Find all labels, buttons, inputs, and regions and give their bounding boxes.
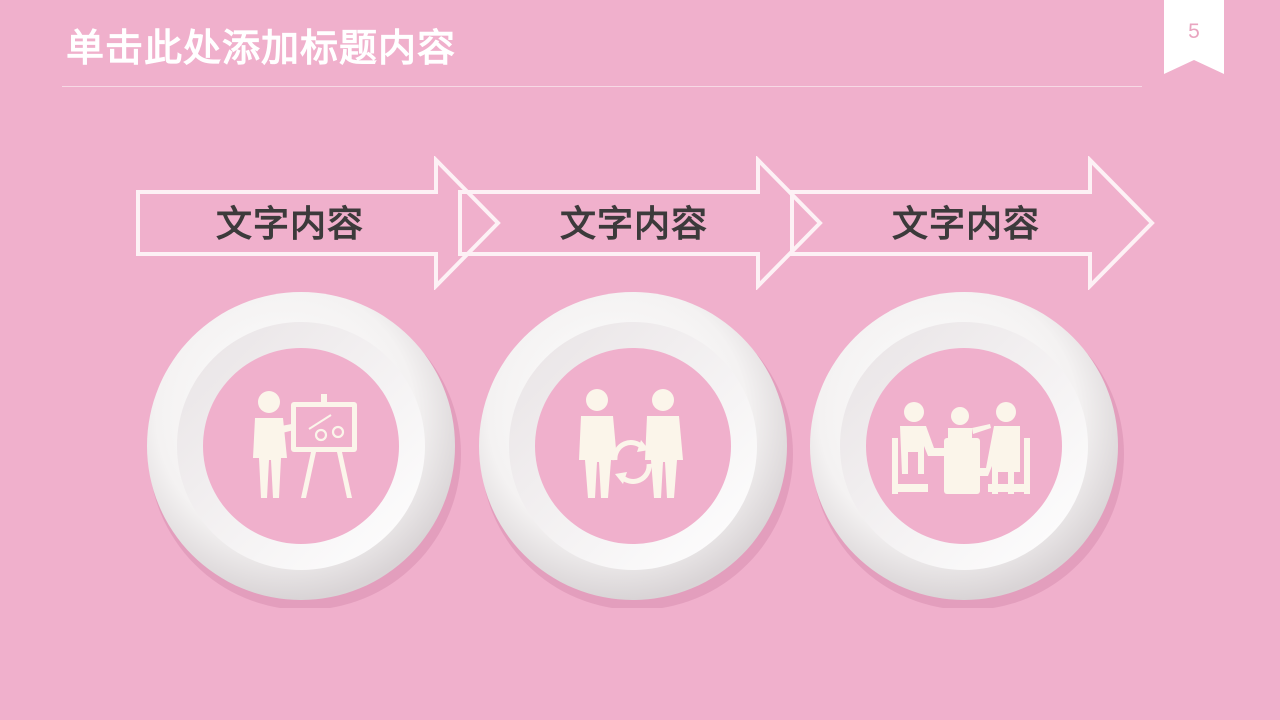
step-3-ring — [810, 292, 1124, 608]
page-number: 5 — [1188, 20, 1200, 43]
arrow-step-3[interactable] — [790, 156, 1156, 290]
presentation-icon — [253, 391, 357, 498]
meeting-icon — [892, 402, 1030, 494]
step-1-ring — [147, 292, 461, 608]
step-1-label[interactable]: 文字内容 — [215, 204, 364, 245]
step-2-ring — [479, 292, 793, 608]
exchange-people-icon — [579, 389, 683, 498]
arrow-step-2[interactable] — [458, 156, 824, 290]
title-divider — [62, 86, 1142, 87]
slide-title[interactable]: 单击此处添加标题内容 — [66, 26, 457, 70]
step-3-label[interactable]: 文字内容 — [891, 204, 1040, 245]
step-2-label[interactable]: 文字内容 — [559, 204, 708, 245]
page-bookmark-icon — [1164, 0, 1224, 74]
